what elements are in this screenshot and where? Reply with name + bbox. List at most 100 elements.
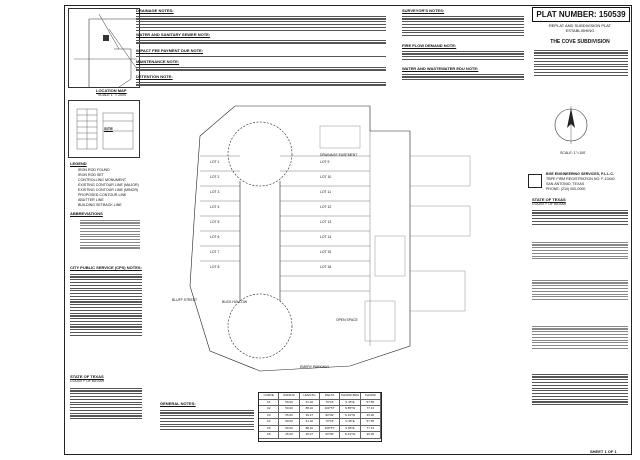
company-phone: PHONE: (210) 000-0000 [546, 187, 586, 191]
table-cell: S 45°E [340, 399, 361, 405]
table-cell: 39.27 [300, 432, 320, 438]
water-wastewater-note-text [402, 72, 524, 86]
approval-block [532, 324, 628, 370]
table-row: C2 50.00 88.10 100°57' N 85°W 77.13 [259, 406, 381, 413]
road-label: BUCK HOLLOW [222, 300, 248, 304]
curve-table-header-cell: DELTA [320, 393, 341, 399]
table-cell: 57.55 [361, 399, 381, 405]
table-cell: 39.27 [300, 412, 320, 418]
scale-label: SCALE: 1"=100' [560, 151, 586, 155]
county-clerk-block [532, 372, 628, 442]
lot-label: LOT 10 [320, 175, 332, 179]
plat-drawing [189, 105, 471, 372]
lot-label: LOT 5 [210, 220, 220, 224]
lot-label: LOT 15 [320, 250, 332, 254]
table-cell: C1 [259, 399, 280, 405]
legal-description [534, 48, 628, 92]
table-cell: 100°57' [320, 406, 341, 412]
sheet-border [64, 5, 632, 455]
curve-table-header: CURVE RADIUS LENGTH DELTA CHORD BRG CHOR… [259, 393, 381, 400]
easement-label: DRAINAGE EASEMENT [320, 153, 358, 157]
site-label: SITE [104, 126, 113, 131]
open-space-label: OPEN SPACE [336, 318, 358, 322]
curve-table-header-cell: CHORD BRG [340, 393, 361, 399]
curve-table-header-cell: CURVE [259, 393, 280, 399]
lot-label: LOT 14 [320, 235, 332, 239]
legend-item: PROPOSED CONTOUR LINE [78, 193, 127, 197]
sheet-number: SHEET 1 OF 1 [590, 449, 617, 454]
table-cell: 70°15' [320, 399, 341, 405]
title-block: REPLAT AND SUBDIVISION PLAT ESTABLISHING [530, 23, 630, 33]
location-map [68, 8, 140, 88]
detention-note-text [136, 80, 386, 90]
table-row: C4 50.00 61.32 70°15' N 45°E 57.55 [259, 419, 381, 426]
company-info: BGE ENGINEERING SERVICES, P.L.L.C. TBPE … [546, 172, 630, 194]
table-row: C1 50.00 61.32 70°15' S 45°E 57.55 [259, 399, 381, 406]
lot-label: LOT 16 [320, 265, 332, 269]
lot-label: LOT 1 [210, 160, 220, 164]
subdivision-name: THE COVE SUBDIVISION [550, 39, 610, 45]
table-cell: 50.00 [279, 406, 300, 412]
impact-fee-note-title: IMPACT FEE PAYMENT DUE NOTE: [136, 48, 204, 53]
plat-number: PLAT NUMBER: 150539 [532, 7, 630, 22]
county-right: COUNTY OF BEXAR [532, 202, 567, 206]
legend-item: CONTROLLING MONUMENT [78, 178, 127, 182]
table-cell: 88.10 [300, 425, 320, 431]
table-cell: C2 [259, 406, 280, 412]
legend-list: IRON ROD FOUND IRON ROD SET CONTROLLING … [70, 168, 140, 228]
legend-item: IRON ROD SET [78, 173, 104, 177]
lot-label: LOT 8 [210, 265, 220, 269]
legend-item: IRON ROD FOUND [78, 168, 110, 172]
table-cell: 25.00 [279, 432, 300, 438]
lot-label: LOT 3 [210, 190, 220, 194]
owner-signature-block [532, 240, 628, 276]
curve-table: CURVE RADIUS LENGTH DELTA CHORD BRG CHOR… [258, 392, 382, 442]
lot-label: LOT 11 [320, 190, 331, 194]
company-address: SAN ANTONIO, TEXAS [546, 182, 585, 186]
water-sewer-note-title: WATER AND SANITARY SEWER NOTE: [136, 32, 211, 37]
legend-item: ABUTTER LINE [78, 198, 104, 202]
table-cell: N 44°W [340, 432, 361, 438]
cps-notes-title: CITY PUBLIC SERVICE (CPS) NOTES: [70, 265, 142, 270]
state-of-texas-left: STATE OF TEXAS [70, 374, 104, 379]
legend-title: LEGEND [70, 161, 87, 166]
title-line-1: REPLAT AND SUBDIVISION PLAT [548, 23, 612, 28]
table-row: C5 50.00 88.10 100°57' S 85°E 77.13 [259, 425, 381, 432]
water-wastewater-note-title: WATER AND WASTEWATER EDU NOTE: [402, 66, 479, 71]
impact-fee-note-text [136, 54, 386, 60]
table-cell: C4 [259, 419, 280, 425]
table-cell: C5 [259, 425, 280, 431]
title-line-2: ESTABLISHING [565, 28, 595, 33]
lot-label: LOT 6 [210, 235, 220, 239]
table-cell: N 45°E [340, 419, 361, 425]
maintenance-note-title: MAINTENANCE NOTE: [136, 59, 180, 64]
detention-note-title: DETENTION NOTE: [136, 74, 173, 79]
table-cell: 88.10 [300, 406, 320, 412]
company-firm: TBPE FIRM REGISTRATION NO. F-10440 [546, 177, 615, 181]
abbreviations-text [80, 218, 140, 264]
vicinity-map [68, 100, 140, 158]
table-cell: 57.55 [361, 419, 381, 425]
surveyor-notes-title: SURVEYOR'S NOTES: [402, 8, 445, 13]
table-cell: 90°00' [320, 412, 341, 418]
drainage-notes-title: DRAINAGE NOTES: [136, 8, 174, 13]
fire-flow-note-title: FIRE FLOW DEMAND NOTE: [402, 43, 457, 48]
table-cell: S 85°E [340, 425, 361, 431]
road-label: BLUFF STREET [172, 298, 198, 302]
company-name: BGE ENGINEERING SERVICES, P.L.L.C. [546, 172, 614, 176]
curve-table-header-cell: CHORD [361, 393, 381, 399]
north-arrow-box [548, 102, 594, 148]
table-cell: 25.00 [279, 412, 300, 418]
location-map-drawing [74, 13, 138, 88]
notary-block [532, 278, 628, 320]
table-cell: 77.13 [361, 425, 381, 431]
lot-label: LOT 9 [320, 160, 330, 164]
surveyor-notes-text [402, 14, 524, 44]
vicinity-map-drawing [76, 108, 134, 150]
table-cell: 35.36 [361, 432, 381, 438]
table-row: C3 25.00 39.27 90°00' S 44°W 35.36 [259, 412, 381, 419]
lot-label: LOT 2 [210, 175, 220, 179]
table-cell: 77.13 [361, 406, 381, 412]
certification-text-left [70, 386, 142, 446]
